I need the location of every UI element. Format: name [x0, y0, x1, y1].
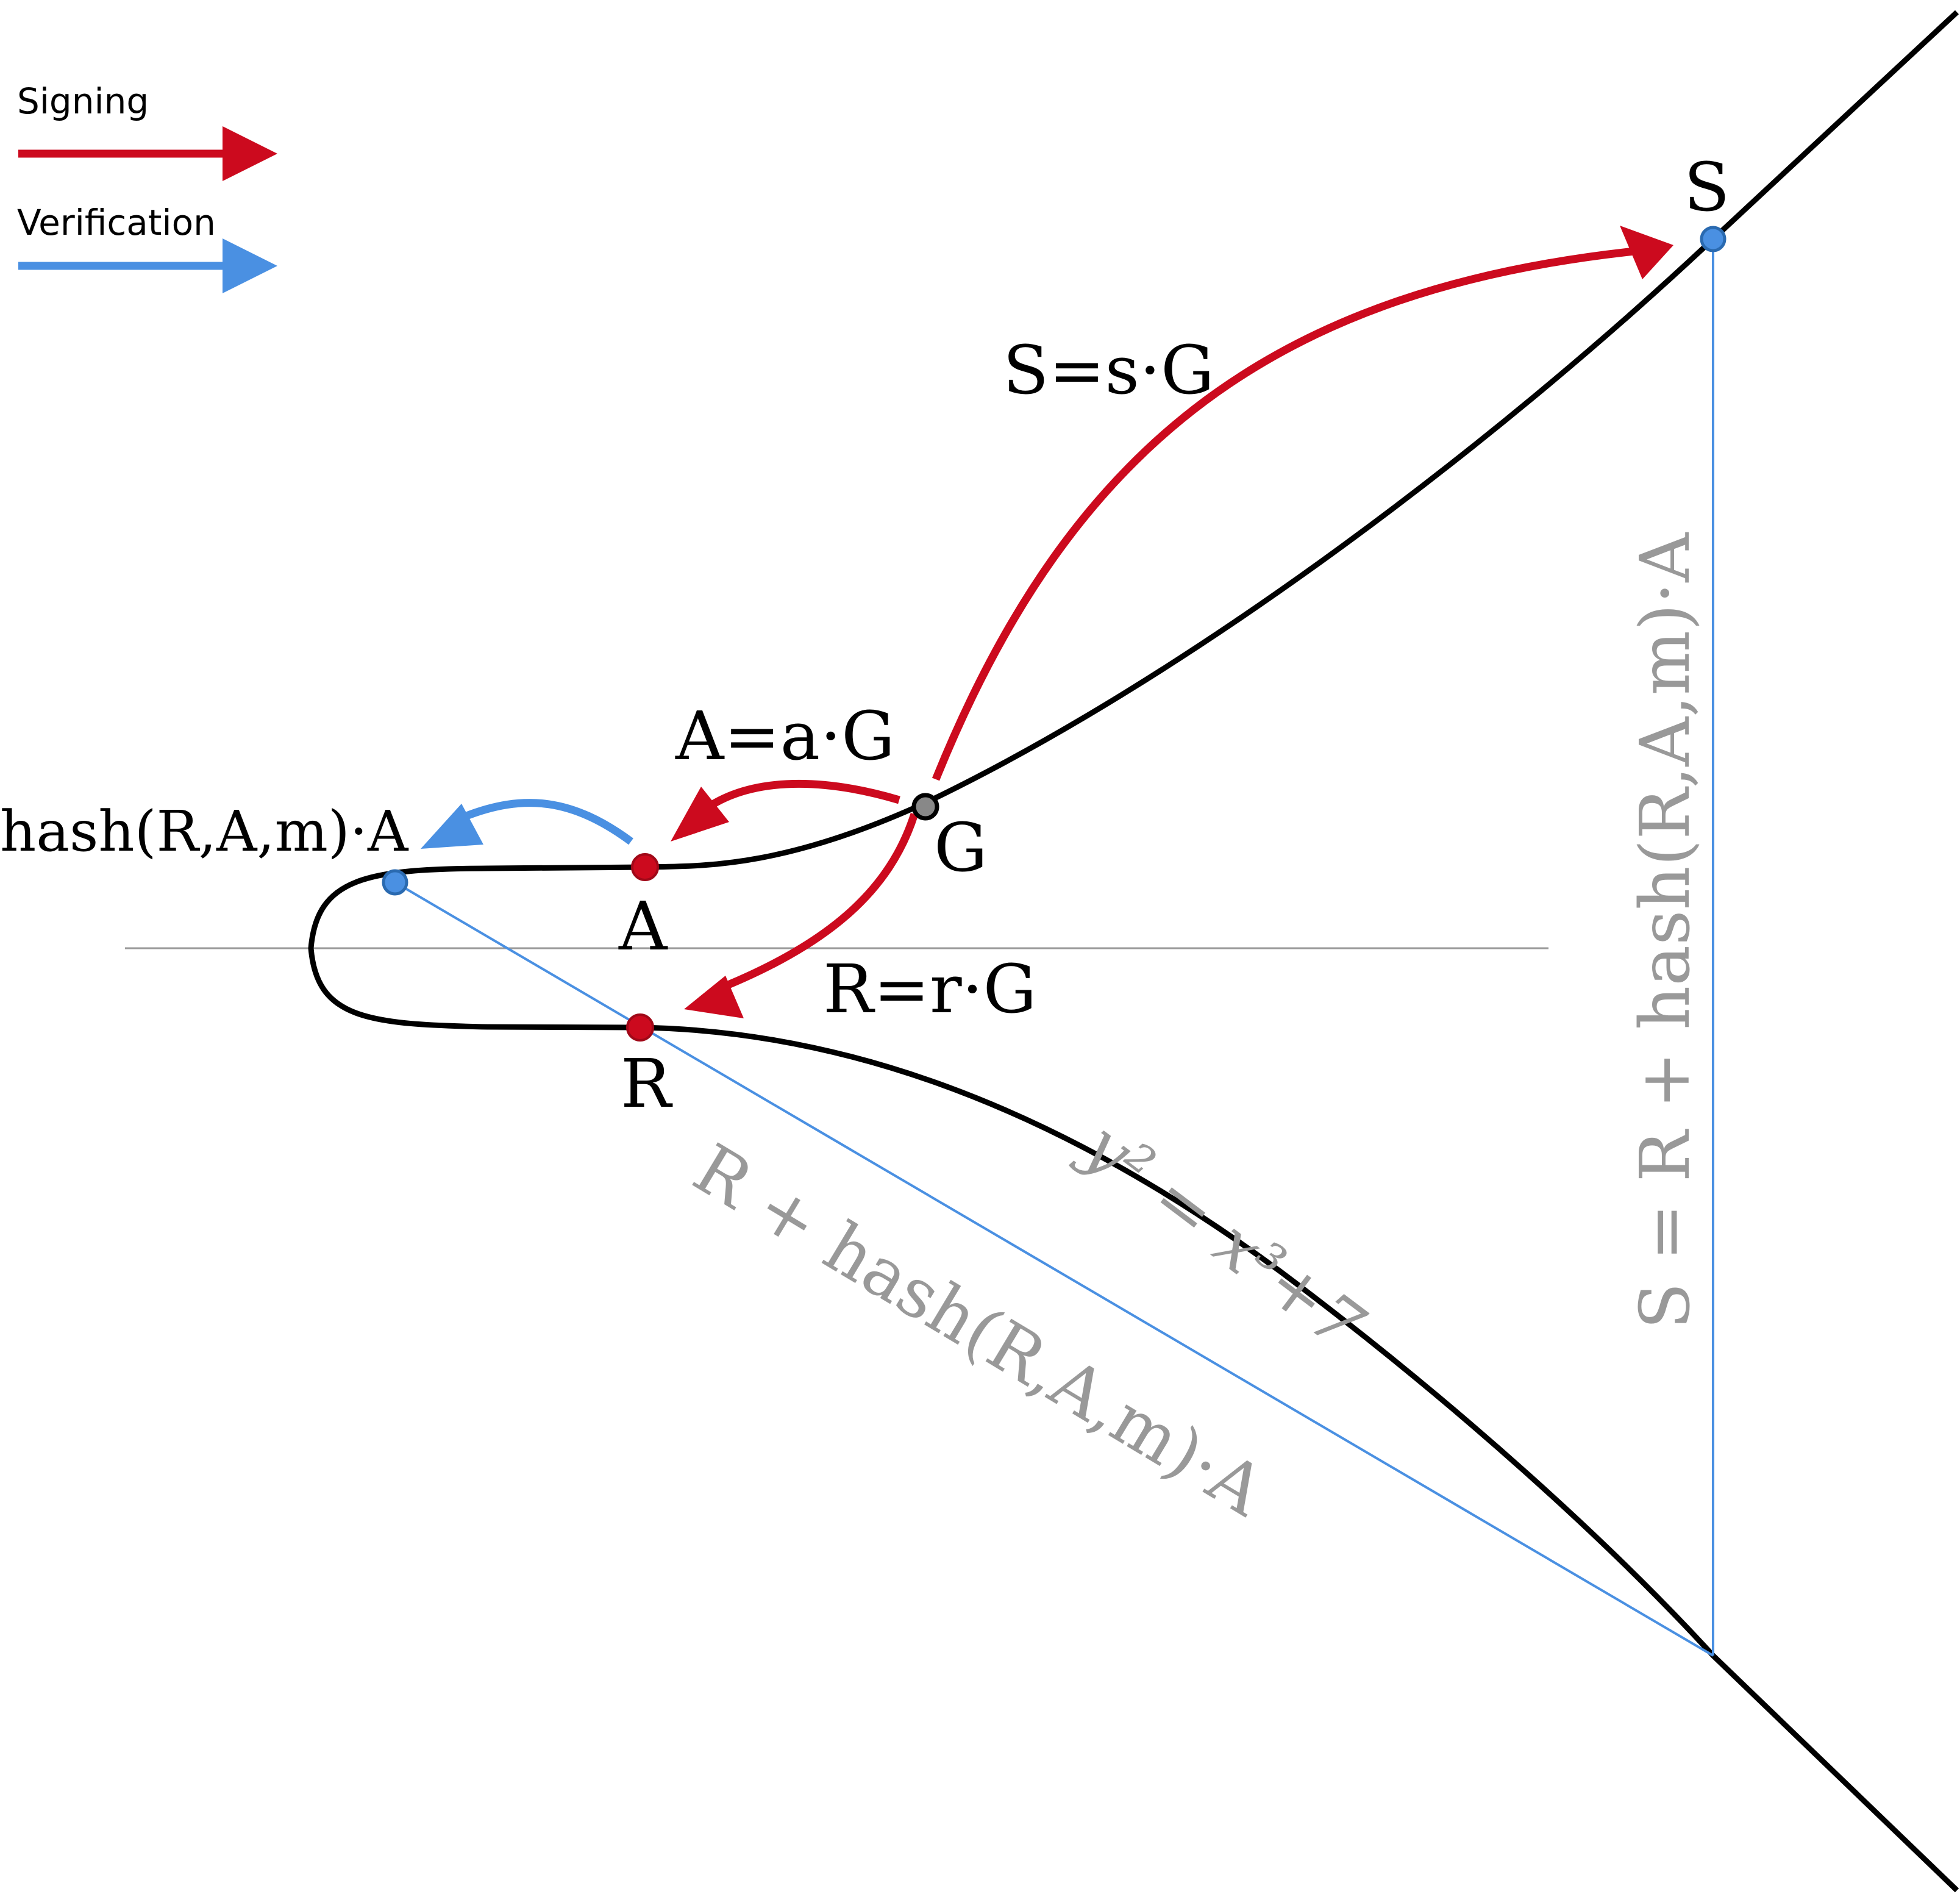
legend-verification-label: Verification [17, 202, 216, 243]
point-r [626, 1013, 654, 1042]
point-hash [382, 869, 408, 896]
arrow-g-to-a [692, 779, 900, 820]
arrow-g-to-s [932, 246, 1647, 781]
verification-equation: S = R + hash(R,A,m)·A [1626, 532, 1705, 1329]
legend-signing-arrow-head [223, 126, 277, 181]
curve-equation: y² = x³+7 [1067, 1104, 1378, 1365]
arrow-g-to-s-head [1620, 226, 1673, 279]
equation-a: A=a·G [675, 697, 895, 775]
arrow-g-to-a-head [671, 787, 729, 842]
label-s: S [1684, 148, 1730, 226]
arrow-g-to-r-head [684, 976, 744, 1018]
point-s [1700, 226, 1727, 252]
point-g [911, 793, 939, 821]
legend-verification-arrow-head [223, 238, 277, 293]
legend-signing-label: Signing [17, 80, 149, 122]
sum-line [394, 881, 1714, 1657]
label-a: A [618, 887, 668, 965]
label-g: G [934, 809, 988, 887]
arrow-g-to-r [711, 813, 919, 995]
label-r: R [621, 1045, 673, 1123]
equation-r: R=r·G [823, 950, 1036, 1028]
point-a [631, 853, 659, 881]
equation-hash-point: hash(R,A,m)·A [0, 799, 409, 864]
arrow-a-to-hash [461, 799, 633, 845]
elliptic-curve [308, 10, 1959, 1893]
equation-s: S=s·G [1003, 331, 1214, 409]
arrow-a-to-hash-head [421, 804, 483, 849]
